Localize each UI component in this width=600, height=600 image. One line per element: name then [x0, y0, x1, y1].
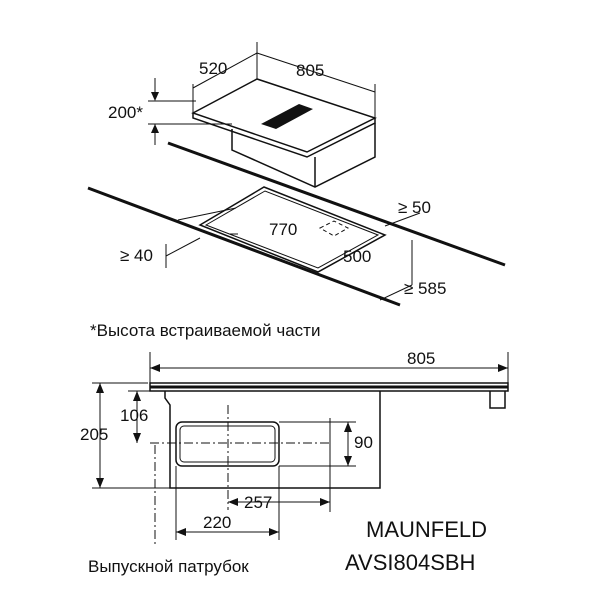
hob-body [231, 123, 376, 188]
arrow-205-down [96, 478, 104, 488]
extractor-grille [261, 104, 313, 129]
side-view: 805 205 106 90 [80, 349, 509, 546]
arrow-805-right [498, 364, 508, 372]
footnote: *Высота встраиваемой части [90, 321, 320, 340]
dim-line-500 [317, 234, 386, 273]
arrow-220-right [269, 528, 279, 536]
dim-line-520 [192, 52, 258, 89]
dim-line-770-left [177, 207, 237, 221]
dim-205: 205 [80, 425, 108, 444]
worktop-front-edge [87, 186, 401, 307]
dim-106: 106 [120, 406, 148, 425]
arrow-205-up [96, 383, 104, 393]
dim-min-40: ≥ 40 [120, 246, 153, 265]
dim-min-50: ≥ 50 [398, 198, 431, 217]
arrow-805-left [150, 364, 160, 372]
dim-line-40 [165, 237, 201, 257]
worktop-back-edge [167, 141, 506, 267]
model-name: AVSI804SBH [345, 550, 475, 575]
cutout-inner-edge [204, 190, 380, 269]
dim-770: 770 [269, 220, 297, 239]
dim-200: 200* [108, 103, 143, 122]
dim-257: 257 [244, 493, 272, 512]
hob-body-side [164, 391, 381, 489]
dim-500: 500 [343, 247, 371, 266]
duct-opening [318, 220, 350, 237]
brand-name: MAUNFELD [366, 517, 487, 542]
dim-805-top: 805 [296, 61, 324, 80]
hob-front-lip [489, 391, 506, 409]
dim-line-585 [379, 284, 413, 301]
dim-805-side: 805 [407, 349, 435, 368]
dim-90: 90 [354, 433, 373, 452]
arrow-200-up [151, 124, 159, 133]
dim-220: 220 [203, 513, 231, 532]
hob-unit [191, 78, 377, 188]
isometric-view: 520 805 200* ≥ 50 770 500 ≥ 40 ≥ 585 [87, 42, 506, 307]
arrow-106-up [133, 391, 141, 401]
arrow-90-down [344, 456, 352, 466]
arrow-257-right [320, 498, 330, 506]
outlet-caption: Выпускной патрубок [88, 557, 249, 576]
arrow-200-down [151, 92, 159, 101]
arrow-220-left [176, 528, 186, 536]
arrow-90-up [344, 422, 352, 432]
dim-line-50 [384, 212, 421, 227]
arrow-106-down [133, 433, 141, 443]
hob-glass-edge [192, 113, 376, 158]
dim-line-805-top [256, 52, 376, 93]
dim-min-585: ≥ 585 [404, 279, 446, 298]
arrow-257-left [228, 498, 238, 506]
dim-520: 520 [199, 59, 227, 78]
